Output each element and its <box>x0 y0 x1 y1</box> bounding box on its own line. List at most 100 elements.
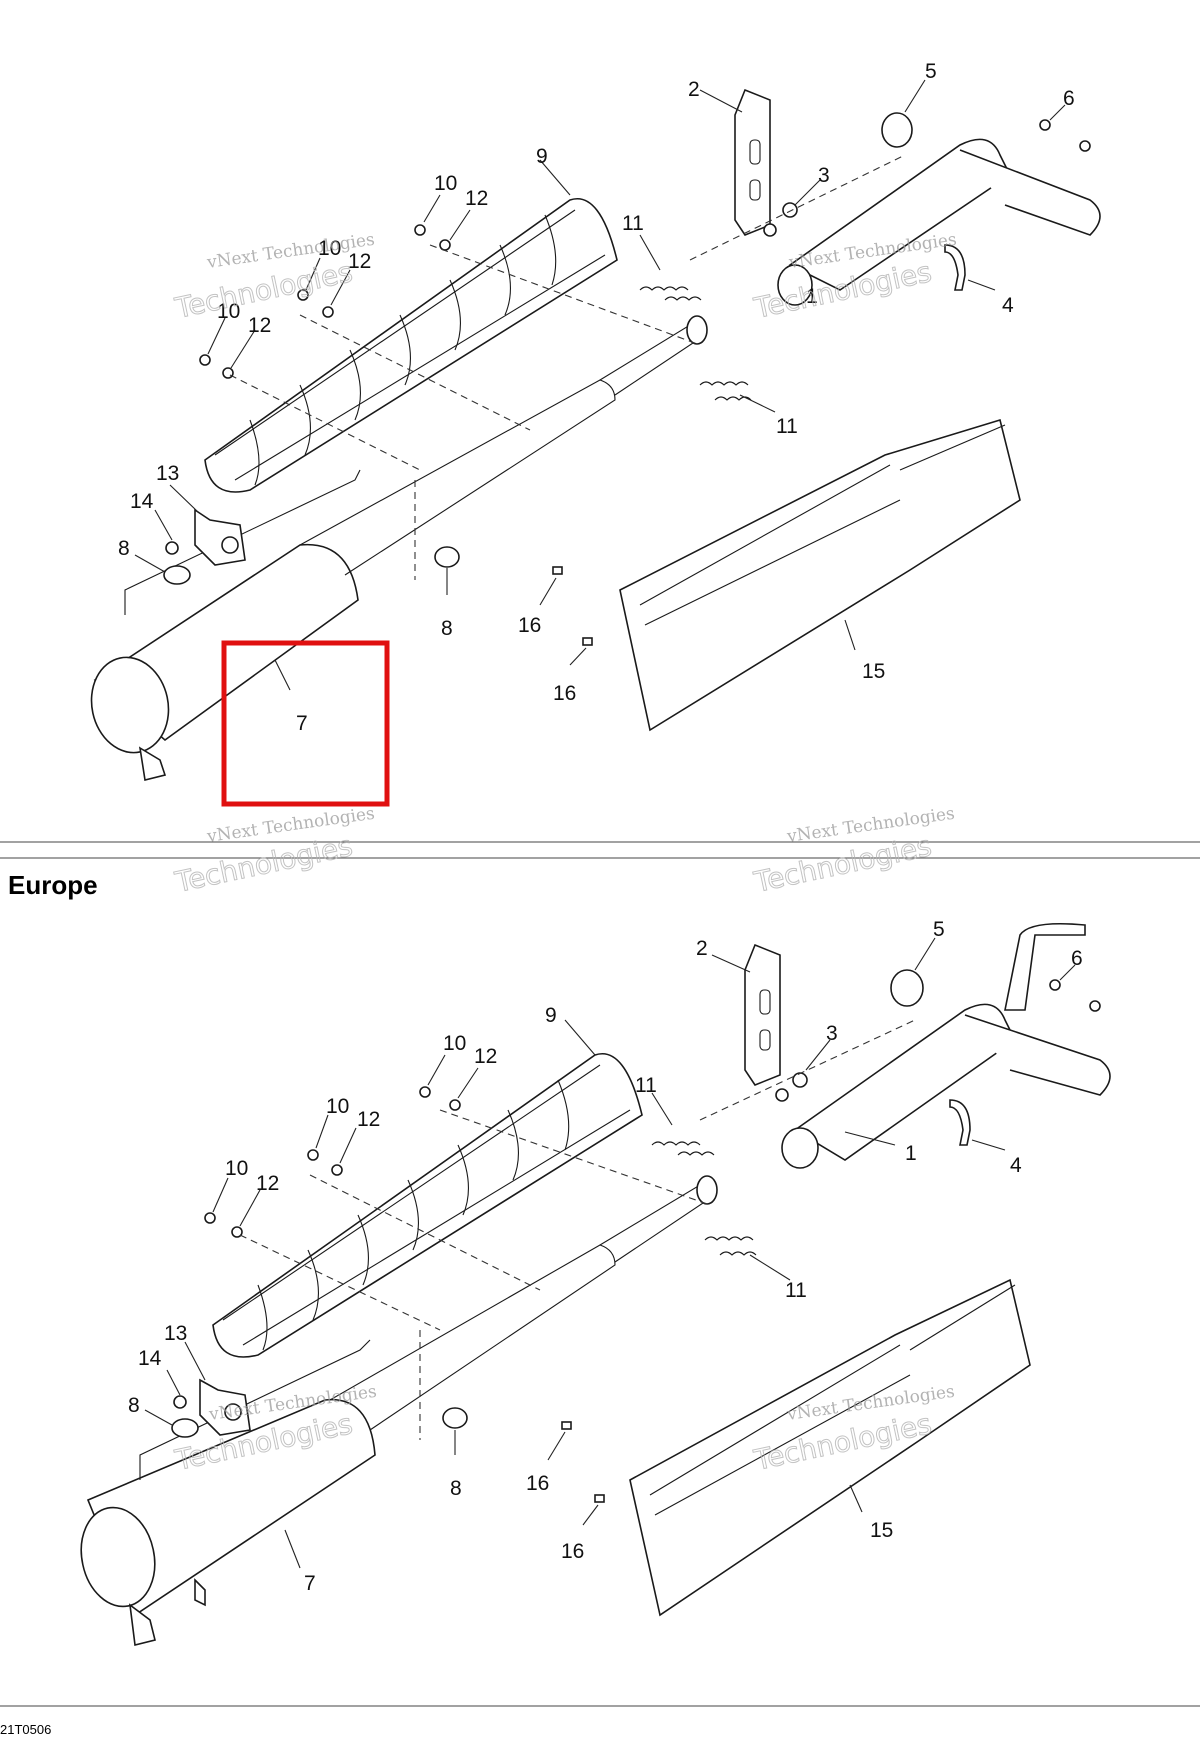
watermark: vNext Technologies Technologies <box>171 804 376 900</box>
callout-16: 16 <box>518 614 541 637</box>
grommet-part <box>163 565 191 585</box>
callout-7: 7 <box>304 1572 316 1595</box>
callout-14: 14 <box>138 1347 162 1370</box>
screw-part <box>307 1149 319 1161</box>
grommet-part <box>434 546 460 568</box>
nut-part <box>1089 1000 1101 1012</box>
callout-13: 13 <box>156 462 179 485</box>
washer-part <box>439 239 451 251</box>
callout-8: 8 <box>118 537 130 560</box>
bracket-part <box>744 943 781 1086</box>
grommet-part <box>171 1418 199 1438</box>
callout-15: 15 <box>862 660 885 683</box>
screw-part <box>419 1086 431 1098</box>
mount-bracket-part <box>194 508 246 566</box>
callout-4: 4 <box>1002 294 1014 317</box>
callout-9: 9 <box>536 145 548 168</box>
callout-16: 16 <box>561 1540 584 1563</box>
mount-bracket-part <box>199 1378 251 1436</box>
bolt-part <box>782 202 798 218</box>
callout-12: 12 <box>357 1108 380 1131</box>
callout-11: 11 <box>785 1279 807 1302</box>
callout-12: 12 <box>248 314 271 337</box>
callout-11: 11 <box>622 212 644 235</box>
callout-6: 6 <box>1071 947 1083 970</box>
bottom-exploded-view: 1 2 3 4 5 6 7 8 8 9 10 10 10 11 11 12 12… <box>80 918 1111 1646</box>
washer-part <box>449 1099 461 1111</box>
leader-lines <box>134 79 1066 691</box>
top-exploded-view: 1 2 3 4 5 6 7 8 8 9 10 10 10 11 11 12 12… <box>90 60 1101 807</box>
callout-3: 3 <box>818 164 830 187</box>
callout-8: 8 <box>441 617 453 640</box>
screw-part <box>199 354 211 366</box>
callout-12: 12 <box>474 1045 497 1068</box>
callout-11: 11 <box>776 415 798 438</box>
callout-12: 12 <box>465 187 488 210</box>
belly-pan-part <box>619 418 1021 732</box>
muffler-part <box>80 1175 718 1646</box>
callout-16: 16 <box>526 1472 549 1495</box>
callout-2: 2 <box>696 937 708 960</box>
callout-15: 15 <box>870 1519 893 1542</box>
gasket-part <box>881 112 913 148</box>
callout-3: 3 <box>826 1022 838 1045</box>
screw-part <box>204 1212 216 1224</box>
callout-1: 1 <box>905 1142 917 1165</box>
washer-part <box>322 306 334 318</box>
callout-12: 12 <box>348 250 371 273</box>
svg-text:Technologies: Technologies <box>751 829 935 899</box>
callout-10: 10 <box>225 1157 248 1180</box>
callout-8: 8 <box>128 1394 140 1417</box>
bolt-part <box>775 1088 789 1102</box>
callout-9: 9 <box>545 1004 557 1027</box>
gasket-part <box>890 969 924 1007</box>
hose-part <box>949 1099 971 1146</box>
highlight-box <box>221 640 390 807</box>
callout-13: 13 <box>164 1322 187 1345</box>
nut-part <box>1039 119 1051 131</box>
washer-part <box>222 367 234 379</box>
callout-10: 10 <box>217 300 240 323</box>
svg-text:Technologies: Technologies <box>172 829 356 899</box>
callout-4: 4 <box>1010 1154 1022 1177</box>
nut-part <box>1049 979 1061 991</box>
bolt-part <box>763 223 777 237</box>
nut-part <box>1079 140 1091 152</box>
callout-1: 1 <box>806 285 818 308</box>
clip-part <box>582 637 593 646</box>
clip-part <box>561 1421 572 1430</box>
callout-12: 12 <box>256 1172 279 1195</box>
screw-part <box>297 289 309 301</box>
clip-part <box>594 1494 605 1503</box>
callout-6: 6 <box>1063 87 1075 110</box>
callout-8: 8 <box>450 1477 462 1500</box>
screw-part <box>414 224 426 236</box>
belly-pan-part <box>629 1278 1031 1617</box>
spring-part <box>639 286 752 401</box>
callout-16: 16 <box>553 682 576 705</box>
hose-part <box>944 244 966 291</box>
nut-part <box>165 541 179 555</box>
nut-part <box>173 1395 187 1409</box>
callout-10: 10 <box>326 1095 349 1118</box>
leader-lines <box>144 937 1076 1569</box>
clip-part <box>552 566 563 575</box>
heat-shield-part <box>204 198 618 493</box>
washer-part <box>331 1164 343 1176</box>
callout-2: 2 <box>688 78 700 101</box>
callout-10: 10 <box>318 237 341 260</box>
watermark: vNext Technologies Technologies <box>750 804 956 900</box>
callout-5: 5 <box>925 60 937 83</box>
watermark: vNext Technologies Technologies <box>171 230 376 326</box>
callout-14: 14 <box>130 490 154 513</box>
bracket-part <box>734 88 771 236</box>
washer-part <box>231 1226 243 1238</box>
spring-part <box>651 1141 757 1256</box>
section-label: Europe <box>8 870 98 900</box>
callout-10: 10 <box>443 1032 466 1055</box>
grommet-part <box>442 1407 468 1429</box>
callout-11: 11 <box>635 1074 657 1097</box>
exhaust-pipe-part <box>781 922 1111 1169</box>
bolt-part <box>792 1072 808 1088</box>
